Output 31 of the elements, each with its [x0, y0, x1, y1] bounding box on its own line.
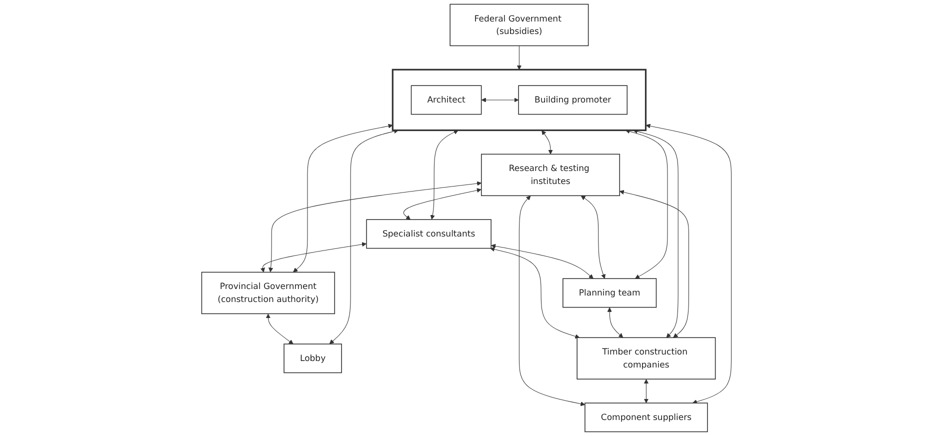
node-box: Federal Government (subsidies) — [450, 4, 589, 46]
node-box: Timber construction companies — [576, 337, 716, 380]
arrow — [293, 124, 393, 272]
node-box: Building promoter — [518, 85, 628, 115]
arrow — [516, 45, 522, 70]
arrow — [625, 129, 668, 279]
node-box: Specialist consultants — [366, 219, 492, 249]
node-box: Provincial Government (construction authority) — [201, 272, 336, 314]
arrow — [619, 190, 690, 338]
arrow — [403, 188, 482, 220]
arrow — [646, 124, 732, 404]
arrow — [490, 247, 580, 339]
arrow — [518, 196, 586, 406]
node-box: Lobby — [284, 344, 342, 374]
arrow — [268, 181, 482, 272]
arrow — [260, 242, 367, 272]
arrow — [607, 307, 624, 338]
node-box: Architect — [410, 85, 482, 115]
arrow — [491, 244, 594, 279]
arrow — [633, 129, 678, 338]
arrow — [481, 98, 519, 102]
arrow — [542, 130, 553, 154]
arrow — [430, 130, 458, 220]
node-box: Planning team — [562, 278, 657, 308]
arrow — [329, 129, 399, 344]
arrow — [266, 314, 294, 344]
node-box: Research & testing institutes — [480, 154, 620, 196]
arrow — [580, 196, 606, 279]
arrow — [644, 379, 649, 404]
cluster — [392, 68, 647, 132]
node-box: Component suppliers — [584, 402, 708, 432]
